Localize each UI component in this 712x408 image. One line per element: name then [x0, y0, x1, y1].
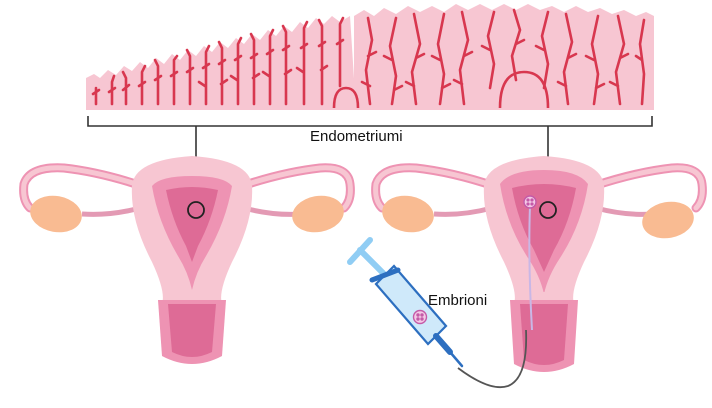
fallopian-tube-left-2-inner: [373, 165, 497, 211]
ovarian-ligament-left: [81, 205, 141, 217]
ovary-left: [30, 195, 82, 233]
uterus-icon: [19, 156, 355, 364]
embryo-icon-implanted: [523, 195, 537, 209]
ovary-left-2: [382, 195, 434, 233]
vaginal-canal-2: [520, 304, 568, 365]
cervix-fold: [174, 292, 210, 300]
fallopian-tube-left-inner: [21, 165, 145, 211]
syringe-plunger-cap: [347, 237, 373, 265]
marker-circle-right: [539, 201, 557, 219]
endometrium-bracket: [87, 116, 653, 127]
embryo-icon: [412, 309, 428, 325]
endometrium-tissue-icon: [86, 4, 654, 110]
fallopian-tube-right-2-inner: [591, 165, 705, 211]
endometrium-label: Endometriumi: [310, 128, 403, 145]
embryo-label: Embrioni: [428, 292, 488, 309]
cervix-fold-2: [526, 292, 562, 300]
syringe-icon: [347, 237, 464, 368]
syringe-plunger-rod: [357, 247, 389, 279]
endometrium-strip-thick: [354, 4, 654, 110]
catheter-inside: [528, 205, 533, 331]
vaginal-canal: [168, 304, 216, 357]
ovarian-ligament-left-2: [433, 205, 493, 217]
catheter-tube: [457, 329, 528, 389]
syringe-flange: [369, 267, 401, 283]
ovary-right: [292, 195, 344, 233]
endometrium-blood-vessels: [91, 8, 646, 106]
marker-circle-left: [187, 201, 205, 219]
syringe-needle: [448, 350, 464, 368]
syringe-hub: [433, 333, 453, 355]
ovary-right-2: [642, 201, 694, 239]
endometrium-glands: [332, 70, 550, 109]
fallopian-tube-right-inner: [239, 165, 353, 211]
uterus-with-embryo-icon: [371, 156, 707, 372]
uterine-cavity: [166, 187, 218, 262]
